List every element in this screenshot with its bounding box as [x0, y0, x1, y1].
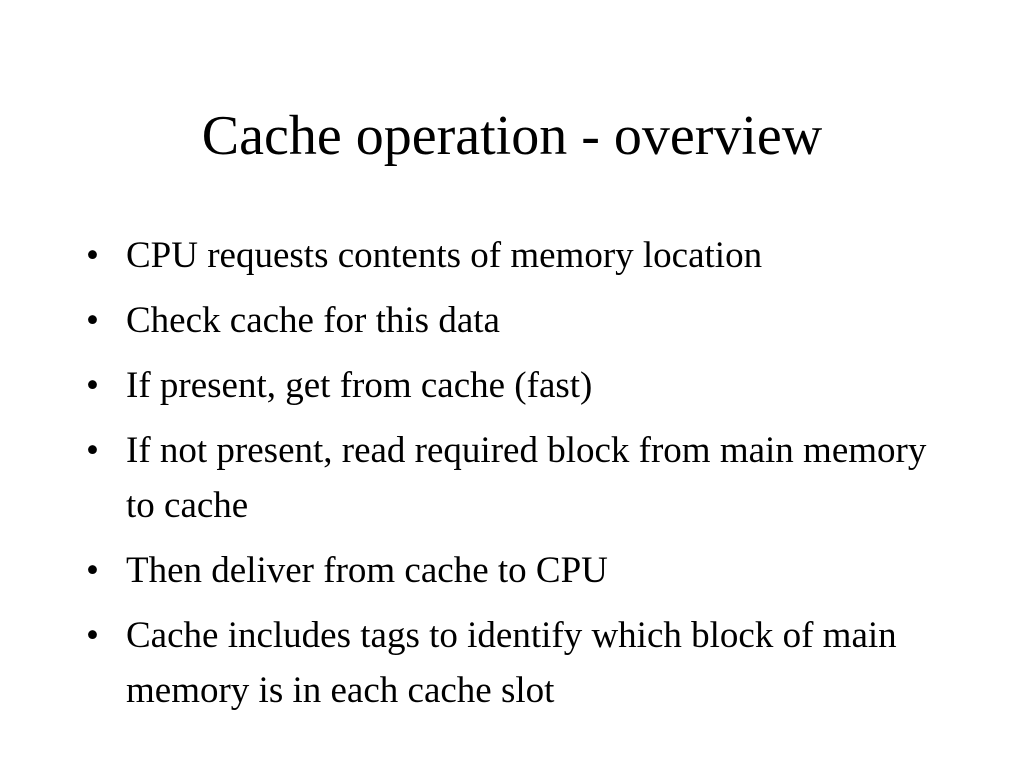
bullet-item: • Then deliver from cache to CPU — [86, 543, 956, 598]
bullet-item: • CPU requests contents of memory locati… — [86, 228, 956, 283]
bullet-item: • Cache includes tags to identify which … — [86, 608, 956, 718]
bullet-item: • If not present, read required block fr… — [86, 423, 956, 533]
bullet-dot-icon: • — [86, 365, 99, 406]
bullet-text: CPU requests contents of memory location — [126, 235, 763, 276]
bullet-text: Then deliver from cache to CPU — [126, 550, 608, 591]
bullet-item: • If present, get from cache (fast) — [86, 358, 956, 413]
bullet-text: Cache includes tags to identify which bl… — [126, 615, 897, 711]
bullet-dot-icon: • — [86, 550, 99, 591]
bullet-list: • CPU requests contents of memory locati… — [86, 228, 956, 728]
bullet-text: If not present, read required block from… — [126, 430, 927, 526]
bullet-text: If present, get from cache (fast) — [126, 365, 593, 406]
bullet-item: • Check cache for this data — [86, 293, 956, 348]
bullet-text: Check cache for this data — [126, 300, 500, 341]
bullet-dot-icon: • — [86, 235, 99, 276]
bullet-dot-icon: • — [86, 615, 99, 656]
bullet-dot-icon: • — [86, 430, 99, 471]
slide-title: Cache operation - overview — [201, 105, 823, 167]
bullet-dot-icon: • — [86, 300, 99, 341]
